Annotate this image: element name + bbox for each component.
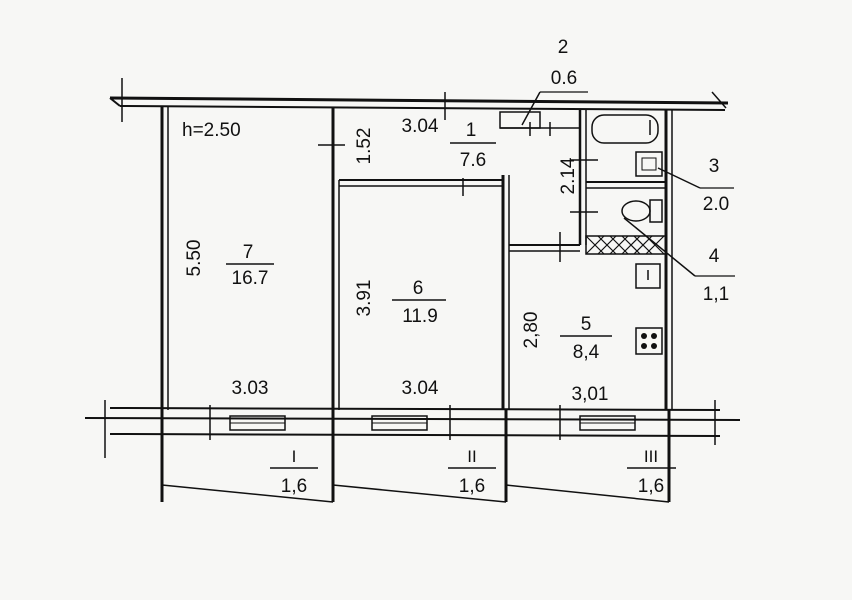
- room-number: 7: [243, 242, 254, 263]
- ceiling-height: h=2.50: [182, 120, 241, 141]
- dimension-label: 5.50: [184, 240, 205, 277]
- room-area: 16.7: [232, 268, 269, 289]
- room-number: 4: [709, 246, 720, 267]
- room-number: 2: [558, 37, 569, 58]
- room-area: 11.9: [402, 306, 438, 327]
- interior-walls: [160, 106, 673, 503]
- balcony-area: 1,6: [459, 476, 485, 497]
- dimension-label: 3,01: [572, 384, 609, 405]
- room-number: 1: [466, 120, 477, 141]
- balcony-number: II: [467, 447, 476, 466]
- dimension-label: 2.14: [558, 157, 579, 194]
- balcony-number: III: [644, 447, 658, 466]
- sink-icon: [635, 151, 663, 177]
- fraction-bars: [226, 142, 676, 469]
- balcony-area: 1,6: [281, 476, 307, 497]
- bathtub-icon: [591, 114, 659, 144]
- room-area: 1,1: [703, 284, 729, 305]
- room-area: 2.0: [703, 194, 729, 215]
- room-number: 5: [581, 314, 592, 335]
- dimension-label: 1.52: [354, 128, 375, 165]
- dimension-label: 2,80: [521, 312, 542, 349]
- top-exterior-wall: [109, 78, 729, 122]
- toilet-icon: [621, 199, 663, 223]
- room-area: 0.6: [551, 68, 577, 89]
- balcony-area: 1,6: [638, 476, 664, 497]
- bottom-exterior-wall: [84, 400, 741, 458]
- stove-icon: [635, 327, 663, 355]
- dimension-label: 3.03: [232, 378, 269, 399]
- room-number: 3: [709, 156, 720, 177]
- dimension-label: 3.91: [354, 280, 375, 317]
- kitchen-sink-icon: [635, 263, 661, 289]
- room-number: 6: [413, 278, 424, 299]
- room-area: 8,4: [573, 342, 600, 363]
- dimension-label: 3.04: [402, 116, 439, 137]
- door-markers: [318, 92, 598, 262]
- balcony-number: I: [292, 447, 297, 466]
- dimension-label: 3.04: [402, 378, 439, 399]
- room-area: 7.6: [460, 150, 486, 171]
